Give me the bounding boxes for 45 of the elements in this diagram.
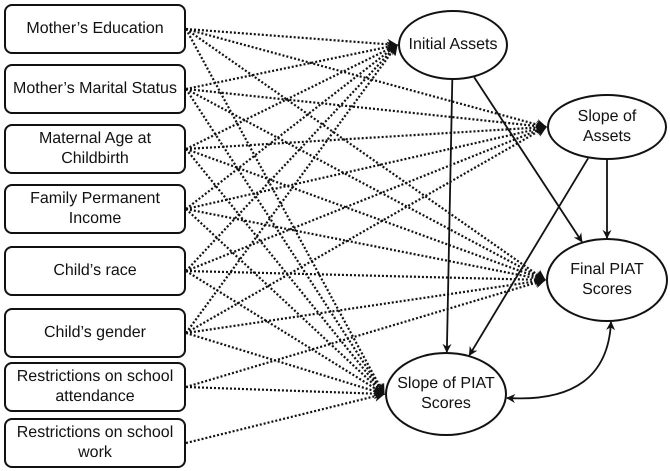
variable-box [4, 246, 186, 296]
variable-box [4, 184, 186, 234]
dotted-arrow [186, 208, 546, 284]
variable-box [4, 418, 186, 468]
node-label: Slope of Assets [576, 107, 638, 147]
dotted-arrow [185, 44, 398, 334]
node-label: Family Permanent Income [29, 189, 161, 229]
dotted-arrow [186, 148, 546, 282]
dotted-arrow [186, 386, 386, 400]
node-label: Final PIAT Scores [569, 260, 645, 300]
node-label: Child’s race [52, 261, 138, 281]
dotted-arrow [186, 391, 386, 444]
variable-box [4, 4, 186, 54]
dotted-arrow [185, 126, 547, 334]
node-label: Restrictions on school work [16, 423, 174, 463]
dotted-arrow [186, 28, 548, 130]
arrow [442, 80, 454, 353]
dotted-arrow [185, 88, 385, 395]
dotted-arrow [185, 44, 398, 272]
node-label: Initial Assets [408, 35, 498, 55]
dotted-arrow [186, 270, 546, 286]
dotted-arrow [186, 88, 548, 132]
node-label: Child’s gender [43, 323, 147, 343]
dotted-arrow [185, 148, 385, 395]
arrow [468, 158, 589, 356]
arrow [602, 160, 612, 239]
variable-box [4, 362, 186, 412]
variable-box [4, 124, 186, 174]
dotted-arrow [185, 88, 546, 281]
dotted-arrow [185, 28, 385, 395]
dotted-arrow [186, 122, 548, 150]
variable-box [4, 64, 186, 114]
dotted-arrow [186, 278, 546, 388]
node-label: Maternal Age at Childbirth [38, 129, 152, 169]
node-label: Mother’s Marital Status [12, 79, 178, 99]
dotted-arrow [186, 124, 548, 210]
dotted-arrow [185, 28, 546, 281]
node-label: Mother’s Education [25, 19, 165, 39]
double-headed-arrow [506, 321, 615, 403]
node-label: Restrictions on school attendance [16, 367, 174, 407]
dotted-arrow [185, 208, 385, 395]
dotted-arrow [186, 42, 398, 90]
node-label: Slope of PIAT Scores [396, 374, 496, 414]
dotted-arrow [186, 276, 546, 334]
variable-box [4, 308, 186, 358]
